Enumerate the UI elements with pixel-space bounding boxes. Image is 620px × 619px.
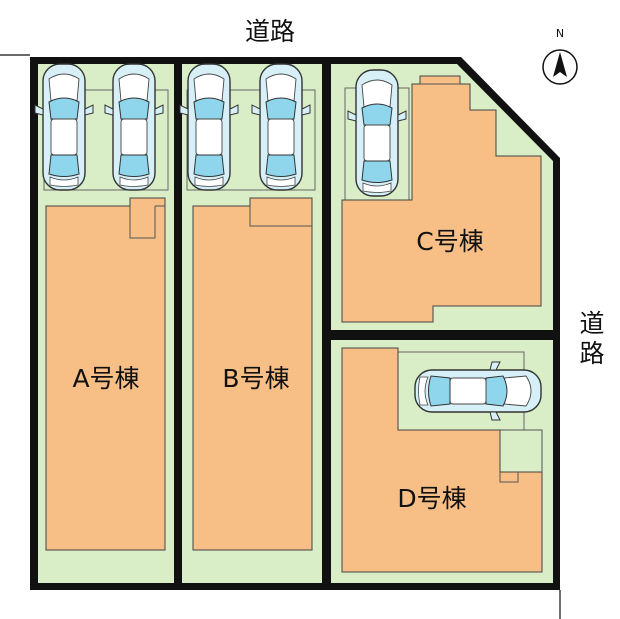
car-b1 <box>179 63 239 191</box>
road-label-east-1: 道 <box>579 309 604 338</box>
compass-north-icon: N <box>542 27 578 85</box>
car-a1 <box>34 63 94 191</box>
road-label-east-2: 路 <box>579 339 604 368</box>
lot-d-label: D号棟 <box>397 484 466 513</box>
lot-a-label: A号棟 <box>72 364 139 393</box>
car-d1 <box>415 362 541 420</box>
lot-c-label: C号棟 <box>416 227 483 256</box>
lot-b-label: B号棟 <box>222 364 289 393</box>
building-c <box>341 75 542 323</box>
building-d-porch <box>500 429 543 472</box>
car-a2 <box>104 63 164 191</box>
road-label-north: 道路 <box>245 17 295 46</box>
building-d-entrance <box>499 472 519 483</box>
lot-b-parking <box>186 89 316 191</box>
car-b2 <box>251 63 311 191</box>
building-b-entrance <box>249 206 312 227</box>
building-a-entrance <box>129 206 156 239</box>
compass-label: N <box>556 27 564 40</box>
car-c1 <box>347 69 407 197</box>
